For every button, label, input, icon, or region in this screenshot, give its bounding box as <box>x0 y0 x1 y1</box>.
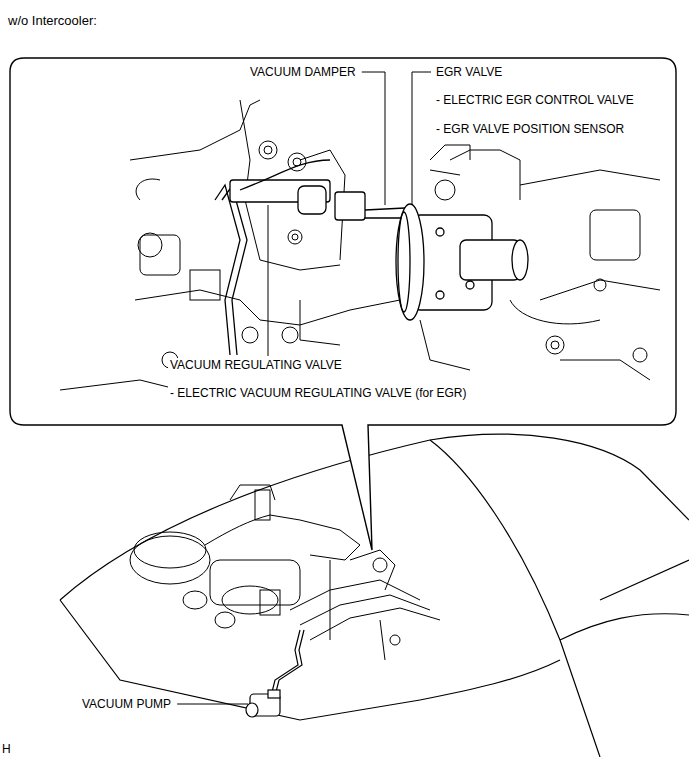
engine-detail <box>282 327 298 343</box>
engine-detail <box>300 300 340 345</box>
engine-detail <box>420 320 470 370</box>
engine-sketch <box>134 532 206 568</box>
vacuum-pump-symbol <box>268 690 280 698</box>
vacuum-regulating-valve-symbol <box>215 160 365 355</box>
engine-sketch <box>130 536 210 584</box>
engine-detail <box>510 300 600 324</box>
engine-sketch <box>130 485 440 660</box>
engine-sketch <box>215 612 235 628</box>
egr-valve-symbol <box>460 240 520 280</box>
callout-frame <box>10 58 676 550</box>
engine-sketch <box>205 515 300 545</box>
engine-detail <box>136 179 160 200</box>
egr-valve-symbol <box>436 228 444 236</box>
car-body <box>640 470 689 520</box>
heading: w/o Intercooler: <box>6 14 99 28</box>
engine-sketch <box>380 620 385 660</box>
vacuum-regulating-valve-symbol <box>240 160 330 190</box>
leader-line <box>362 72 385 205</box>
figure-code: H <box>0 742 13 756</box>
engine-detail <box>130 100 260 160</box>
engine-detail <box>259 141 277 159</box>
part-label: - ELECTRIC EGR CONTROL VALVE <box>434 93 636 107</box>
engine-detail <box>594 279 606 291</box>
leader-line <box>268 205 269 356</box>
engine-sketch <box>255 490 270 520</box>
engine-sketch <box>290 580 420 610</box>
engine-detail <box>546 336 564 354</box>
car-body <box>600 560 689 600</box>
part-label: EGR VALVE <box>434 65 504 79</box>
callout-frame <box>10 58 676 550</box>
car-body <box>420 660 560 700</box>
egr-valve-symbol <box>365 204 528 320</box>
egr-valve-symbol <box>512 240 528 280</box>
engine-sketch <box>373 558 387 572</box>
leader-line <box>412 72 431 205</box>
engine-detail <box>242 327 258 343</box>
engine-detail <box>435 180 455 200</box>
part-label: - ELECTRIC VACUUM REGULATING VALVE (for … <box>168 386 468 400</box>
engine-sketch <box>300 520 360 560</box>
part-label: - EGR VALVE POSITION SENSOR <box>434 122 626 136</box>
engine-detail <box>450 150 520 200</box>
engine-detail <box>430 170 460 175</box>
vacuum-regulating-valve-symbol <box>335 192 365 220</box>
part-label: VACUUM PUMP <box>80 697 173 711</box>
egr-valve-symbol <box>365 208 405 218</box>
engine-detail <box>430 145 470 160</box>
egr-valve-symbol <box>436 291 444 299</box>
egr-valve-symbol <box>466 281 474 289</box>
engine-sketch <box>183 591 207 609</box>
engine-detail <box>560 360 650 380</box>
engine-sketch <box>300 595 430 625</box>
egr-valve-symbol <box>396 204 424 320</box>
vacuum-regulating-valve-symbol <box>298 186 326 214</box>
engine-detail <box>264 146 272 154</box>
engine-detail <box>60 100 660 395</box>
engine-detail <box>138 233 162 257</box>
vacuum-regulating-valve-symbol <box>215 185 240 355</box>
engine-detail <box>292 234 298 240</box>
engine-detail <box>140 235 180 275</box>
vacuum-regulating-valve-symbol <box>222 186 247 355</box>
car-body <box>60 434 689 757</box>
engine-detail <box>633 348 647 362</box>
engine-sketch <box>330 560 331 640</box>
vacuum-pump-symbol <box>246 690 280 717</box>
engine-detail <box>288 230 302 244</box>
engine-sketch <box>350 550 395 590</box>
engine-sketch <box>260 590 280 615</box>
car-body <box>430 440 600 757</box>
egr-valve-symbol <box>398 212 410 312</box>
engine-detail <box>540 280 660 300</box>
engine-sketch <box>210 560 300 605</box>
engine-detail <box>551 341 559 349</box>
part-label: VACUUM REGULATING VALVE <box>168 358 344 372</box>
engine-detail <box>190 270 220 300</box>
car-body <box>60 600 420 720</box>
leader-line <box>177 704 248 705</box>
vacuum-pump-symbol <box>246 703 258 717</box>
engine-detail <box>520 170 660 185</box>
car-body <box>560 614 689 640</box>
engine-sketch <box>230 485 275 500</box>
part-label: VACUUM DAMPER <box>248 65 358 79</box>
engine-sketch <box>390 635 400 645</box>
engine-detail <box>590 210 640 260</box>
